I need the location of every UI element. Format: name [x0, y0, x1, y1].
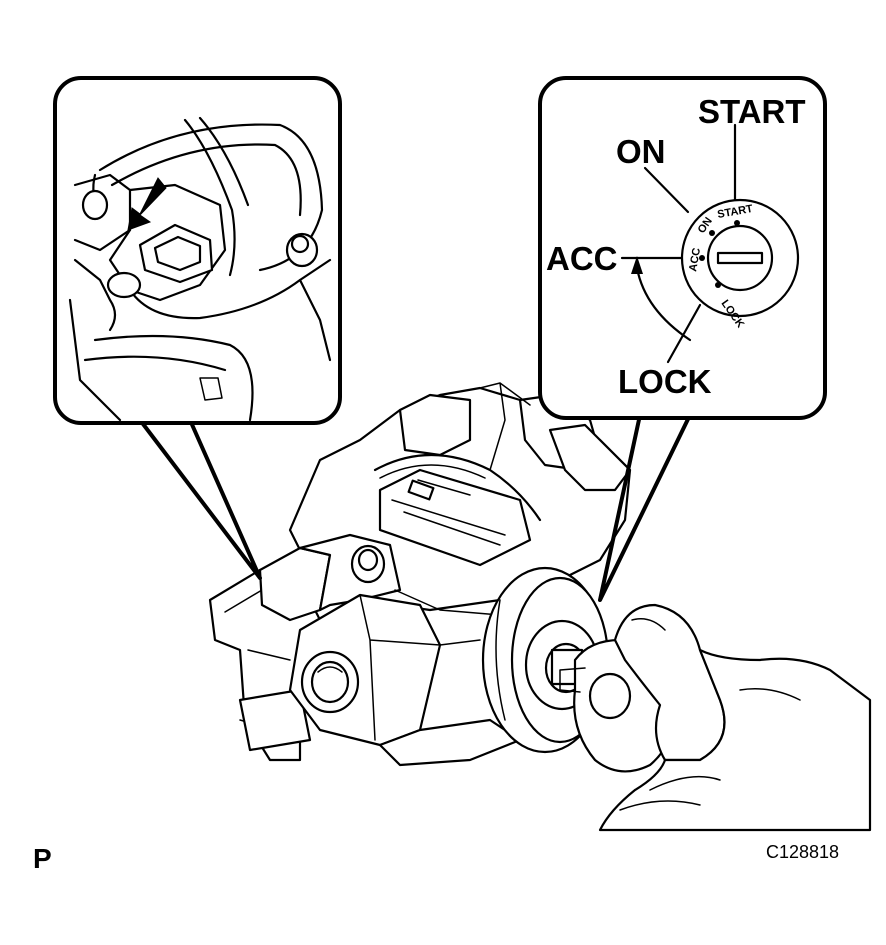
callout-key-positions: ACC ON START LOCK START ON ACC LOCK: [538, 76, 827, 602]
down-left-arrow-icon: [127, 177, 167, 231]
label-on: ON: [616, 133, 666, 170]
page-letter: P: [33, 843, 52, 874]
on-leader-line: [643, 166, 690, 214]
curved-arrow-icon: [635, 266, 692, 342]
figure-code: C128818: [766, 842, 839, 862]
key-slot: [716, 251, 764, 265]
lock-dot: [715, 282, 721, 288]
label-acc: ACC: [546, 240, 618, 277]
ring-label-acc: ACC: [687, 247, 703, 273]
label-lock: LOCK: [618, 363, 712, 400]
start-dot: [734, 220, 740, 226]
lock-leader-line: [666, 303, 702, 364]
acc-dot: [699, 255, 705, 261]
steering-lock-assembly: [208, 382, 632, 767]
on-dot: [709, 230, 715, 236]
hand-holding-key: [559, 603, 872, 832]
callout-release-pin: [53, 76, 342, 580]
label-start: START: [698, 93, 806, 130]
